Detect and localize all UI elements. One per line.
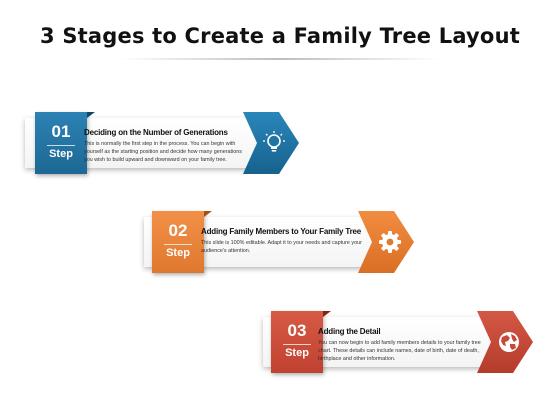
stage-2-step-label: Step [166, 247, 190, 259]
gear-icon [379, 231, 401, 253]
title-underline [120, 58, 440, 60]
stage-2-heading: Adding Family Members to Your Family Tre… [201, 227, 361, 236]
page-title: 3 Stages to Create a Family Tree Layout [40, 24, 520, 48]
stage-2-description: This slide is 100% editable. Adapt it to… [201, 240, 362, 254]
stage-2-number: 02 [168, 221, 188, 240]
stage-3-arrow [477, 311, 533, 373]
stage-3-heading: Adding the Detail [318, 327, 381, 336]
stage-3-badge: 03 Step [271, 311, 331, 373]
stage-1-heading: Deciding on the Number of Generations [84, 128, 228, 137]
stage-2-arrow [358, 211, 414, 273]
stage-3-description: You can now begin to add family members … [318, 340, 481, 362]
stage-1-step-label: Step [49, 148, 73, 160]
stage-1-arrow [243, 112, 299, 174]
stage-2: 02 Step Adding Family Members to Your Fa… [144, 211, 419, 273]
stage-3-number: 03 [287, 321, 307, 340]
stage-2-badge: 02 Step [152, 211, 212, 273]
lightbulb-icon [263, 131, 285, 152]
stage-3: 03 Step Adding the Detail You can now be… [263, 311, 538, 373]
stage-1-description: This is normally the first step in the p… [84, 141, 242, 163]
stage-1-badge: 01 Step [35, 112, 95, 174]
stage-1: 01 Step Deciding on the Number of Genera… [25, 112, 300, 174]
stage-3-step-label: Step [285, 347, 309, 359]
globe-icon [499, 332, 519, 352]
stage-1-number: 01 [51, 122, 71, 141]
